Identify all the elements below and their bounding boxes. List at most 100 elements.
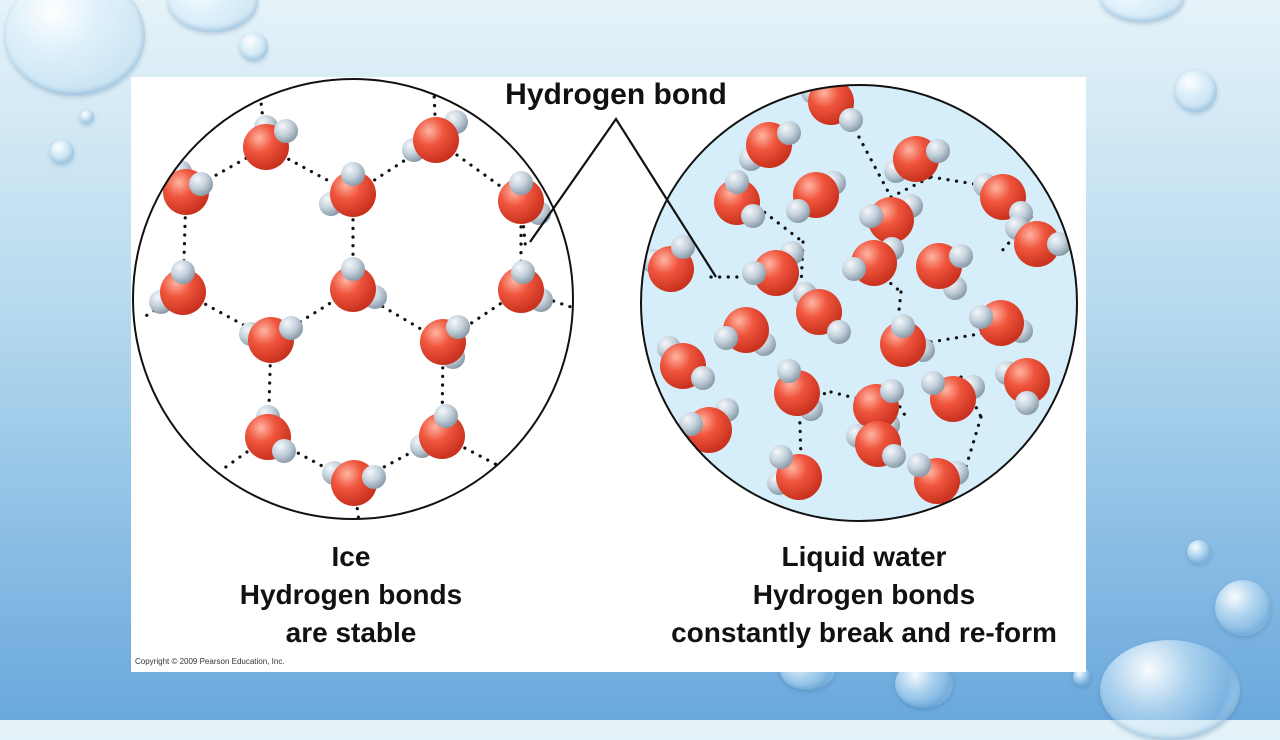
ice-lattice [139, 90, 573, 519]
water-molecule [846, 421, 906, 468]
water-molecule [842, 237, 904, 286]
hydrogen-atom [769, 445, 793, 469]
oxygen-atom [330, 266, 376, 312]
hydrogen-bond-diagram [132, 78, 1078, 522]
hydrogen-atom [777, 121, 801, 145]
hydrogen-atom [882, 444, 906, 468]
hydrogen-atom [171, 260, 195, 284]
water-droplet [1215, 580, 1271, 636]
water-droplet [1100, 640, 1240, 740]
water-molecule [859, 194, 923, 243]
water-molecule [498, 260, 553, 313]
oxygen-atom [880, 321, 926, 367]
water-molecule [916, 243, 973, 300]
water-molecule [149, 260, 206, 315]
hydrogen-atom [341, 162, 365, 186]
water-molecule [921, 371, 985, 422]
water-molecule [679, 398, 739, 453]
ice-caption: Ice Hydrogen bonds are stable [191, 538, 511, 652]
water-molecule [973, 173, 1033, 225]
copyright-notice: Copyright © 2009 Pearson Education, Inc. [135, 657, 285, 666]
hydrogen-atom [880, 379, 904, 403]
hydrogen-atom [714, 326, 738, 350]
water-molecule [969, 300, 1033, 346]
hydrogen-bond-dots [894, 290, 903, 339]
oxygen-atom [1014, 221, 1060, 267]
liquid-caption-line3: constantly break and re-form [671, 617, 1057, 648]
hydrogen-bond-label: Hydrogen bond [505, 78, 727, 111]
hydrogen-atom [786, 199, 810, 223]
hydrogen-atom [839, 108, 863, 132]
water-molecule [884, 136, 950, 183]
hydrogen-atom [777, 359, 801, 383]
water-molecule [243, 115, 298, 170]
water-molecule [774, 359, 823, 421]
hydrogen-atom [279, 316, 303, 340]
hydrogen-bond-dots [889, 390, 908, 419]
water-molecule [767, 445, 822, 500]
oxygen-atom [413, 117, 459, 163]
liquid-water-circle-outline [640, 84, 1078, 522]
hydrogen-atom [926, 139, 950, 163]
water-droplet [168, 0, 258, 32]
water-molecule [163, 160, 213, 215]
hydrogen-atom [272, 439, 296, 463]
hydrogen-atom [842, 257, 866, 281]
hydrogen-bond-dots [889, 175, 933, 199]
hydrogen-bond-dots [857, 135, 893, 199]
water-molecule [907, 453, 969, 504]
water-molecule [739, 121, 801, 171]
water-droplet [1175, 70, 1217, 112]
oxygen-atom [1004, 358, 1050, 404]
water-molecule [880, 314, 935, 367]
hydrogen-bond-dots [789, 390, 833, 404]
ice-caption-line2: Hydrogen bonds [239, 579, 463, 610]
water-molecule [330, 257, 387, 312]
hydrogen-atom [969, 305, 993, 329]
liquid-caption-line2: Hydrogen bonds [752, 579, 976, 610]
hydrogen-atom [679, 412, 703, 436]
hydrogen-bond-dots [440, 434, 503, 469]
hydrogen-atom [725, 170, 749, 194]
water-molecule [786, 171, 846, 223]
diagram-panel: Hydrogen bond Ice Hydrogen bonds are sta… [131, 77, 1086, 672]
hydrogen-atom [446, 315, 470, 339]
hydrogen-atom [511, 260, 535, 284]
oxygen-atom [498, 178, 544, 224]
hydrogen-atom [362, 465, 386, 489]
hydrogen-atom [742, 261, 766, 285]
hydrogen-atom [907, 453, 931, 477]
hydrogen-atom [671, 235, 695, 259]
hydrogen-atom [189, 172, 213, 196]
hydrogen-atom [859, 204, 883, 228]
water-molecule [410, 404, 465, 459]
water-molecule [245, 405, 296, 463]
hydrogen-bond-dots [749, 200, 805, 244]
hydrogen-atom [1015, 391, 1039, 415]
liquid-water-caption: Liquid water Hydrogen bonds constantly b… [639, 538, 1089, 652]
hydrogen-atom [274, 119, 298, 143]
water-droplet [1187, 540, 1211, 564]
water-droplet [1073, 668, 1091, 686]
liquid-caption-line1: Liquid water [781, 541, 947, 572]
hydrogen-atom [891, 314, 915, 338]
liquid-water-molecules [641, 85, 1071, 504]
ice-circle-outline [132, 78, 574, 520]
water-droplet [50, 140, 74, 164]
water-droplet [80, 110, 94, 124]
water-molecule [742, 241, 804, 296]
water-molecule [995, 358, 1050, 415]
water-molecule [714, 170, 765, 228]
water-molecule [793, 282, 851, 344]
water-molecule [420, 315, 470, 369]
water-molecule [319, 162, 376, 217]
oxygen-atom [330, 171, 376, 217]
water-molecule [498, 171, 551, 225]
hydrogen-atom [921, 371, 945, 395]
ice-caption-line3: are stable [285, 617, 417, 648]
water-molecule [657, 336, 715, 390]
water-droplet [240, 33, 268, 61]
water-molecule [1005, 216, 1071, 267]
hydrogen-atom [434, 404, 458, 428]
oxygen-atom [160, 269, 206, 315]
